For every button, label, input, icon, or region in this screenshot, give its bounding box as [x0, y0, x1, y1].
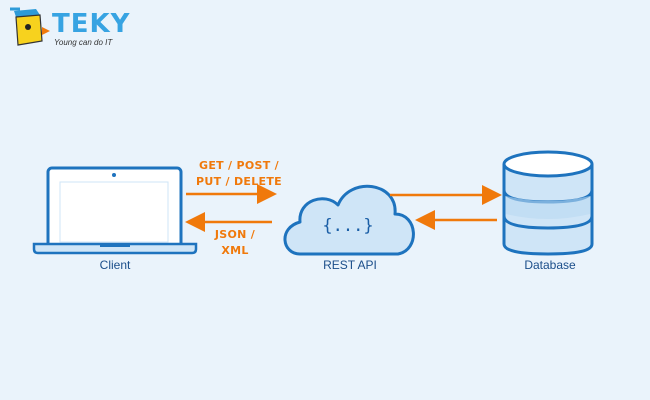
database-label: Database [524, 258, 576, 272]
api-symbol: {...} [322, 216, 374, 236]
logo-text: TEKY [52, 9, 131, 39]
client-label: Client [99, 258, 131, 272]
response-format-line2: XML [221, 244, 249, 257]
response-format-label: JSON / XML [200, 227, 270, 259]
rest-api-label: REST API [323, 258, 377, 272]
laptop-icon [32, 166, 198, 255]
request-methods-line2: PUT / DELETE [196, 175, 282, 188]
bird-mascot-icon [10, 7, 50, 46]
response-format-line1: JSON / [214, 228, 256, 241]
database-icon [502, 150, 594, 256]
request-methods-label: GET / POST / PUT / DELETE [184, 158, 294, 190]
teky-logo: TEKY Young can do IT [6, 5, 129, 51]
request-methods-line1: GET / POST / [198, 159, 279, 172]
logo-tagline: Young can do IT [54, 38, 113, 47]
cloud-icon [283, 184, 415, 256]
